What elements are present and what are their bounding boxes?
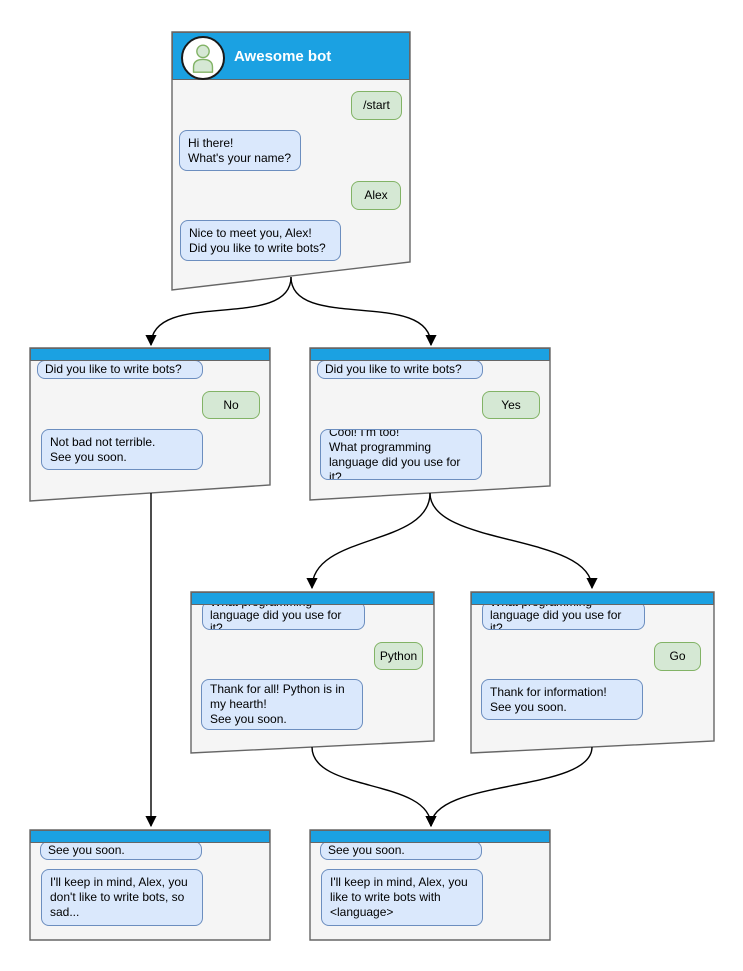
bot-message-bubble: What programming language did you use fo…	[482, 601, 645, 630]
bot-message-bubble: I'll keep in mind, Alex, you like to wri…	[321, 869, 483, 926]
bot-message-bubble: Hi there! What's your name?	[179, 130, 301, 171]
user-message-bubble: Python	[374, 642, 423, 670]
bot-message-bubble: I'll keep in mind, Alex, you don't like …	[41, 869, 203, 926]
user-message-bubble: No	[202, 391, 260, 419]
bot-message-bubble: Cool! I'm too! What programming language…	[320, 429, 482, 480]
window-header-branch-python	[191, 592, 434, 605]
user-message-bubble: Alex	[351, 181, 401, 210]
bot-message-bubble: See you soon.	[320, 841, 482, 860]
bot-message-bubble: Nice to meet you, Alex! Did you like to …	[180, 220, 341, 261]
bot-message-bubble: Did you like to write bots?	[317, 360, 483, 379]
window-header-main: Awesome bot	[172, 32, 410, 80]
connector-main-to-no	[145, 276, 292, 347]
bot-avatar	[181, 36, 225, 80]
connector-main-to-yes	[290, 276, 437, 347]
user-message-bubble: Yes	[482, 391, 540, 419]
connector-yes-to-python	[306, 492, 431, 590]
bot-message-bubble: Thank for all! Python is in my hearth! S…	[201, 679, 363, 730]
user-message-bubble: Go	[654, 642, 701, 671]
window-header-end-no	[30, 830, 270, 843]
bot-message-bubble: Did you like to write bots?	[37, 360, 203, 379]
user-message-bubble: /start	[351, 91, 402, 120]
window-header-end-yes	[310, 830, 550, 843]
bot-message-bubble: Thank for information! See you soon.	[481, 679, 643, 720]
connector-python-to-end	[311, 746, 437, 828]
connector-go-to-end	[425, 746, 593, 828]
bot-message-bubble: What programming language did you use fo…	[202, 601, 365, 630]
person-icon	[192, 44, 214, 73]
window-header-branch-no	[30, 348, 270, 361]
connector-yes-to-go	[429, 492, 598, 590]
window-header-branch-go	[471, 592, 714, 605]
window-header-branch-yes	[310, 348, 550, 361]
window-title: Awesome bot	[234, 47, 332, 65]
bot-message-bubble: Not bad not terrible. See you soon.	[41, 429, 203, 470]
bot-message-bubble: See you soon.	[40, 841, 202, 860]
